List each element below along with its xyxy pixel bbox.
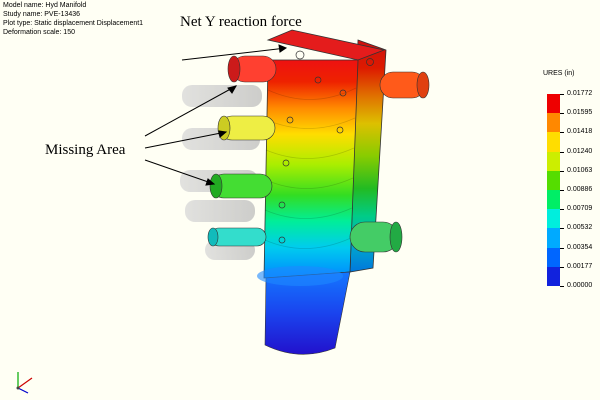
legend-swatch bbox=[547, 209, 560, 229]
legend-swatch bbox=[547, 228, 560, 249]
legend-swatch bbox=[547, 132, 560, 153]
arrow-missing-3 bbox=[144, 159, 215, 185]
bolt-holes bbox=[278, 50, 374, 244]
arrow-net-y bbox=[181, 47, 287, 61]
legend-swatch bbox=[547, 247, 560, 268]
legend-tick-label: 0.00886 bbox=[567, 186, 593, 193]
legend-tick-mark bbox=[560, 113, 564, 115]
legend-swatch bbox=[547, 266, 560, 287]
legend-tick-mark bbox=[560, 151, 564, 153]
legend-tick-mark bbox=[560, 247, 564, 249]
legend-swatch bbox=[547, 151, 560, 172]
legend-tick-mark bbox=[560, 132, 564, 134]
legend-title: URES (in) bbox=[543, 70, 575, 77]
info-plot-type: Plot type: Static displacement Displacem… bbox=[3, 20, 144, 27]
arrow-missing-2 bbox=[144, 131, 227, 149]
info-deformation-scale: Deformation scale: 150 bbox=[3, 29, 75, 36]
legend-tick-label: 0.01240 bbox=[567, 147, 593, 155]
axis-triad-icon bbox=[16, 372, 33, 394]
legend-swatch bbox=[547, 190, 560, 210]
legend-tick-label: 0.00532 bbox=[567, 224, 593, 232]
block-top-face bbox=[266, 29, 386, 61]
legend-tick-label: 0.00177 bbox=[567, 262, 593, 270]
legend-swatch bbox=[547, 170, 560, 191]
legend-tick-label: 0.00000 bbox=[567, 282, 593, 289]
legend-tick-mark bbox=[560, 266, 564, 268]
legend-tick-label: 0.01595 bbox=[567, 109, 593, 117]
legend-tick-mark bbox=[560, 94, 564, 95]
color-legend: URES (in) 0.01772 0.01595 0.01418 0.01240 0.… bbox=[541, 70, 599, 295]
annotation-net-y-reaction-force: Net Y reaction force bbox=[180, 14, 302, 30]
plot-info: Model name: Hyd Manifold Study name: PVE… bbox=[3, 1, 143, 37]
arrow-missing-1 bbox=[144, 85, 237, 137]
annotation-arrows bbox=[144, 44, 288, 186]
legend-tick-mark bbox=[560, 209, 564, 211]
legend-tick-label: 0.01063 bbox=[567, 166, 593, 174]
info-study-name: Study name: PVE-13436 bbox=[3, 11, 81, 18]
legend-tick-label: 0.00354 bbox=[567, 243, 593, 251]
legend-tick-label: 0.01418 bbox=[567, 128, 593, 136]
legend-color-bar bbox=[547, 94, 560, 287]
legend-tick-label: 0.00709 bbox=[567, 205, 593, 213]
block-front-face bbox=[263, 59, 359, 279]
legend-tick-mark bbox=[560, 190, 564, 191]
info-model-name: Model name: Hyd Manifold bbox=[3, 2, 87, 9]
legend-swatch bbox=[547, 113, 560, 133]
legend-tick-mark bbox=[560, 170, 564, 172]
deformed-ports bbox=[207, 55, 430, 253]
legend-swatch bbox=[547, 94, 560, 114]
legend-tick-mark bbox=[560, 228, 564, 230]
manifold-stem bbox=[264, 271, 351, 355]
legend-tick-label: 0.01772 bbox=[567, 90, 593, 97]
annotation-missing-area: Missing Area bbox=[45, 142, 126, 158]
legend-tick-mark bbox=[560, 286, 564, 287]
